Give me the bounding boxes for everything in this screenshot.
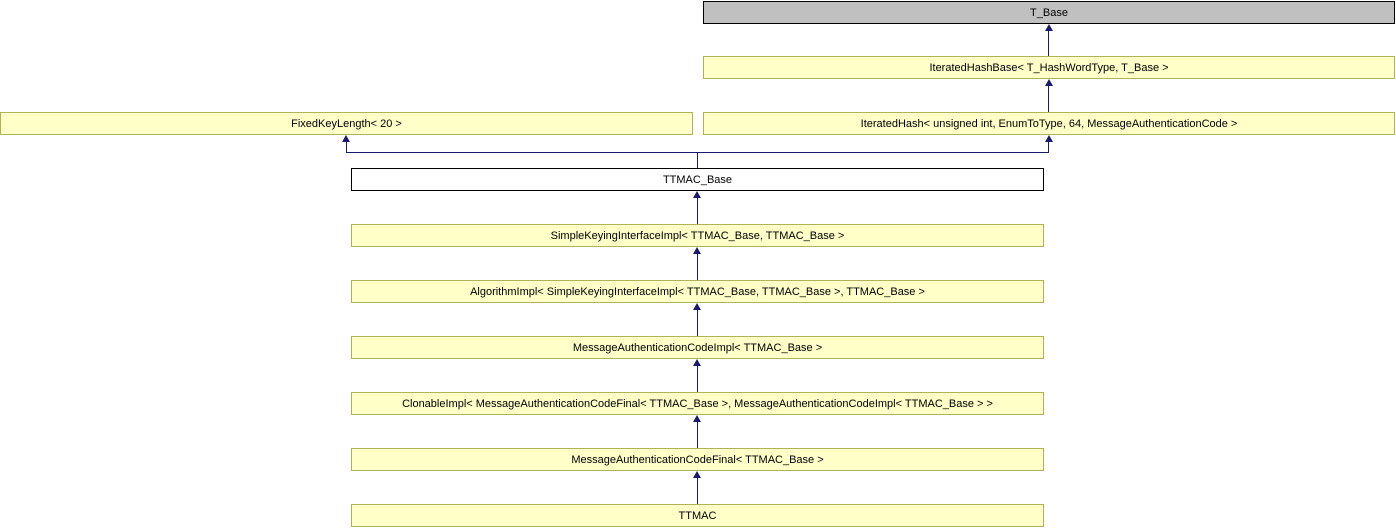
node-message-authentication-code-impl[interactable]: MessageAuthenticationCodeImpl< TTMAC_Bas… (351, 336, 1044, 359)
node-ttmac[interactable]: TTMAC (351, 504, 1044, 527)
node-fixed-key-length[interactable]: FixedKeyLength< 20 > (0, 112, 693, 135)
edge-line (1048, 30, 1049, 56)
arrow-up-icon (693, 191, 701, 198)
node-iterated-hash[interactable]: IteratedHash< unsigned int, EnumToType, … (703, 112, 1395, 135)
edge-line (1048, 141, 1049, 152)
node-iterated-hash-base[interactable]: IteratedHashBase< T_HashWordType, T_Base… (703, 56, 1395, 79)
edge-line (1048, 85, 1049, 112)
edge-line (346, 141, 347, 152)
node-simple-keying-interface-impl[interactable]: SimpleKeyingInterfaceImpl< TTMAC_Base, T… (351, 224, 1044, 247)
arrow-up-icon (1045, 135, 1053, 142)
node-clonable-impl[interactable]: ClonableImpl< MessageAuthenticationCodeF… (351, 392, 1044, 415)
edge-line (697, 309, 698, 336)
edge-line (697, 253, 698, 280)
arrow-up-icon (1045, 24, 1053, 31)
edge-line (697, 477, 698, 504)
node-algorithm-impl[interactable]: AlgorithmImpl< SimpleKeyingInterfaceImpl… (351, 280, 1044, 303)
edge-line (697, 197, 698, 224)
arrow-up-icon (693, 415, 701, 422)
arrow-up-icon (1045, 79, 1053, 86)
edge-line (697, 365, 698, 392)
arrow-up-icon (693, 303, 701, 310)
node-t-base: T_Base (703, 1, 1395, 24)
node-ttmac-base: TTMAC_Base (351, 168, 1044, 191)
arrow-up-icon (342, 135, 350, 142)
arrow-up-icon (693, 247, 701, 254)
arrow-up-icon (693, 359, 701, 366)
arrow-up-icon (693, 471, 701, 478)
edge-line (697, 421, 698, 448)
edge-line (697, 152, 698, 168)
node-message-authentication-code-final[interactable]: MessageAuthenticationCodeFinal< TTMAC_Ba… (351, 448, 1044, 471)
